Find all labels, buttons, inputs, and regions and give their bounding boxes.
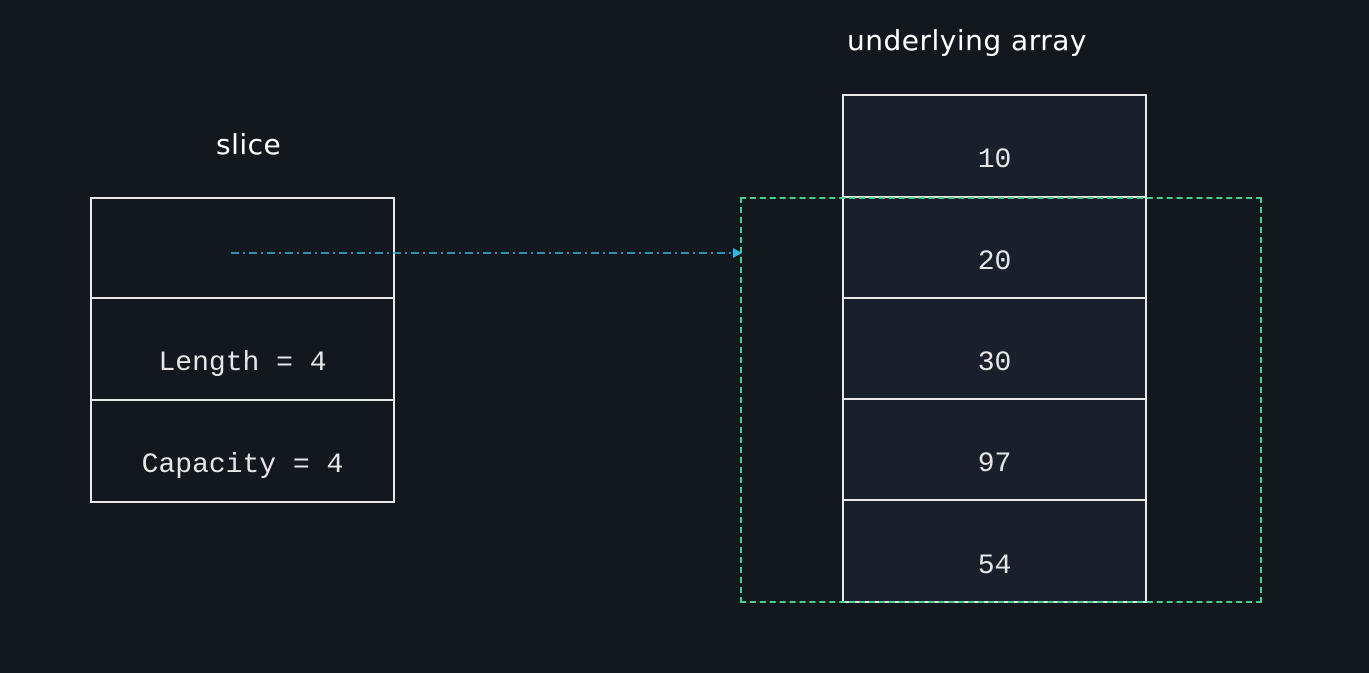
slice-capacity-label: Capacity = 4: [141, 449, 344, 481]
array-element: 20: [842, 198, 1147, 298]
array-divider: [842, 297, 1147, 299]
slice-length-field: Length = 4: [90, 299, 395, 401]
slice-divider: [90, 399, 395, 401]
array-element-value: 20: [977, 246, 1012, 278]
array-divider: [842, 398, 1147, 400]
array-element: 10: [842, 94, 1147, 196]
array-element-value: 54: [977, 550, 1012, 582]
array-element: 54: [842, 501, 1147, 603]
array-divider: [842, 499, 1147, 501]
array-element-value: 10: [977, 144, 1012, 176]
array-title: underlying array: [847, 24, 1087, 57]
array-element: 97: [842, 400, 1147, 500]
slice-capacity-field: Capacity = 4: [90, 401, 395, 503]
array-element-value: 97: [977, 448, 1012, 480]
slice-window: [740, 197, 1262, 603]
slice-divider: [90, 297, 395, 299]
underlying-array: [842, 94, 1147, 603]
pointer-arrowhead: [733, 248, 742, 258]
slice-struct: [90, 197, 395, 503]
array-element-value: 30: [977, 347, 1012, 379]
slice-length-label: Length = 4: [158, 347, 327, 379]
array-element: 30: [842, 299, 1147, 399]
slice-title: slice: [216, 128, 282, 161]
